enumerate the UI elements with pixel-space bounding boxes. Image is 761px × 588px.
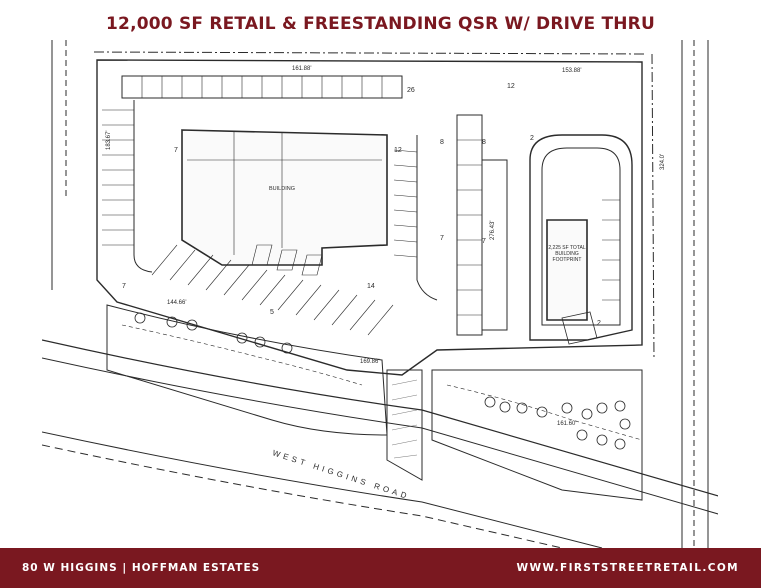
stall-count: 2 [530,135,534,142]
qsr-building [546,219,588,321]
drive-thru-lane [529,134,633,341]
driveway-hatch [391,379,418,459]
landscape-trees [134,312,631,450]
landscape-detail [121,324,363,386]
dimension-label: 169.86' [360,359,380,365]
landscape-strip [431,369,643,501]
stall-count: 7 [122,283,126,290]
drive-thru-lane [541,147,621,326]
parking-stalls-right [393,149,418,258]
footer-bar: 80 W HIGGINS | HOFFMAN ESTATES WWW.FIRST… [0,548,761,588]
stall-count: 8 [440,139,444,146]
parking-island [416,135,438,301]
qsr-building-label: 2,225 SF TOTAL BUILDING FOOTPRINT [548,245,586,263]
qsr-patio [561,311,598,345]
footer-address: 80 W HIGGINS | HOFFMAN ESTATES [22,562,261,574]
road-edge [42,357,718,515]
stall-count: 8 [482,139,486,146]
road-edge [42,431,603,548]
stall-count: 7 [482,238,486,245]
qsr-stalls [602,199,620,301]
property-boundary [96,59,643,376]
dimension-label: 183.67' [106,131,112,151]
stall-count: 12 [394,147,402,154]
stall-count: 12 [507,83,515,90]
property-boundary [651,53,655,361]
parking-row-middle [482,159,508,331]
dimension-label: 153.88' [562,68,582,74]
footer-website[interactable]: WWW.FIRSTSTREETRETAIL.COM [516,562,739,574]
site-plan: 161.88' 153.88' 183.67' 144.66' 169.86' … [42,40,718,548]
stall-count: 2 [597,320,601,327]
parking-stalls-middle [457,139,482,316]
road-name: WEST HIGGINS ROAD [271,448,411,501]
dimension-label: 276.43' [490,221,496,241]
stall-count: 26 [407,87,415,94]
page-title: 12,000 SF RETAIL & FREESTANDING QSR W/ D… [106,14,655,34]
dimension-label: 144.66' [167,300,187,306]
parking-row-top [121,75,403,99]
dimension-label: 324.0' [660,154,666,170]
stall-count: 7 [440,235,444,242]
parking-stalls-angled [151,244,394,336]
parking-stalls-top [141,76,383,98]
parking-stalls-left [102,109,134,246]
road-edge [42,444,563,548]
accessible-stalls [251,244,323,276]
driveway-entrance [386,369,423,481]
main-building-label: BUILDING [269,186,295,192]
main-retail-building [181,129,388,266]
property-boundary [93,51,648,55]
dimension-label: 161.88' [292,66,312,72]
landscape-strip [106,304,388,436]
dimension-label: 161.60' [557,421,577,427]
stall-count: 5 [270,309,274,316]
parking-row-middle [456,114,483,336]
landscape-detail [446,384,643,441]
stall-count: 7 [174,147,178,154]
stall-count: 14 [367,283,375,290]
parking-island [133,100,153,273]
road-edge [42,339,718,497]
